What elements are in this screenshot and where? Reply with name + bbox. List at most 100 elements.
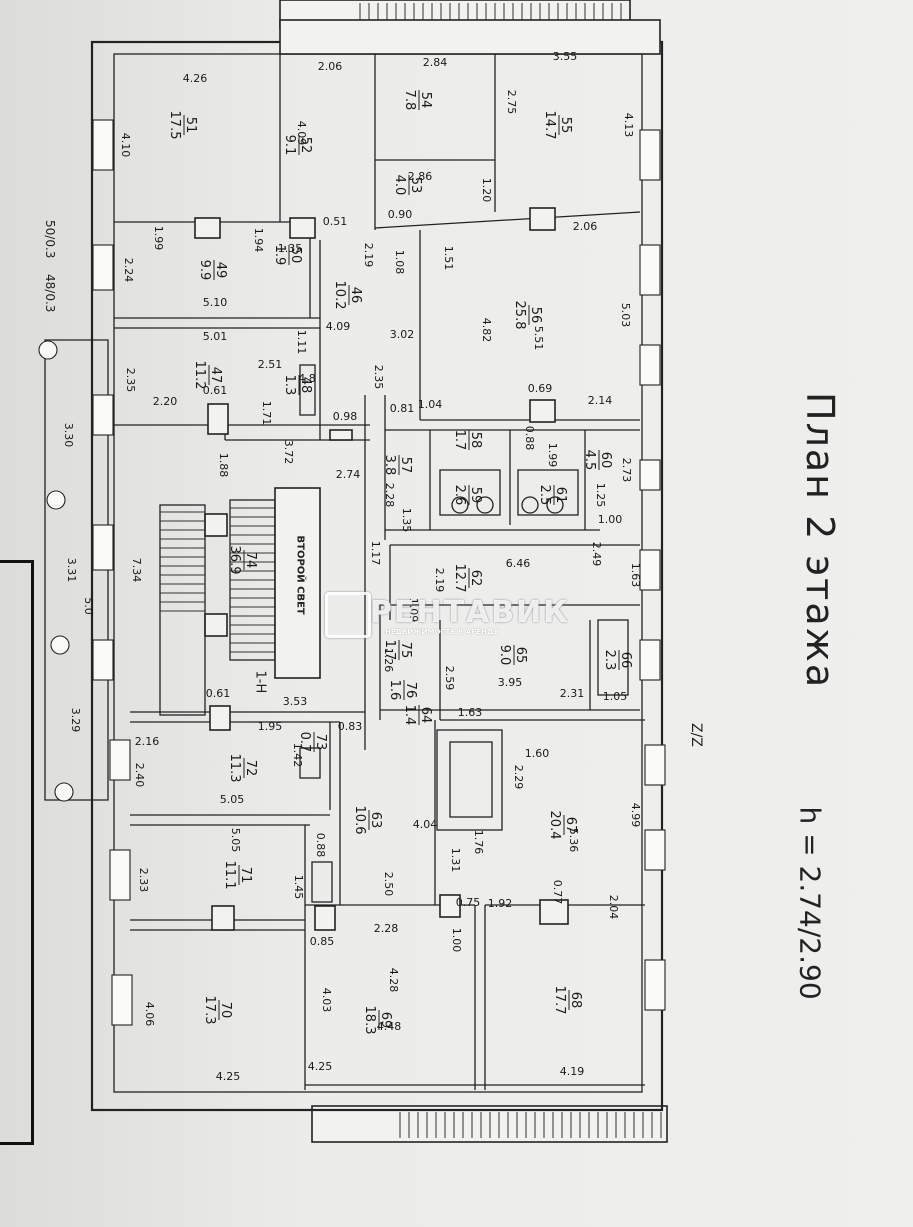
dimension-label: 2.24: [122, 258, 135, 283]
svg-text:2.6: 2.6: [452, 485, 467, 506]
svg-text:2.3: 2.3: [602, 650, 617, 671]
svg-text:9.9: 9.9: [197, 260, 212, 281]
svg-text:59: 59: [468, 487, 483, 504]
svg-text:50: 50: [288, 247, 303, 264]
dimension-label: 7.34: [130, 558, 143, 583]
svg-text:1.3: 1.3: [282, 375, 297, 396]
svg-text:51: 51: [183, 117, 198, 134]
dimension-label: 1.31: [449, 848, 462, 873]
svg-text:64: 64: [418, 707, 433, 724]
svg-text:55: 55: [558, 117, 573, 134]
svg-text:47: 47: [208, 367, 223, 384]
dimension-label: 5.01: [203, 330, 228, 343]
dimension-label: 1.26: [382, 648, 395, 673]
dimension-label: 4.25: [308, 1060, 333, 1073]
svg-text:65: 65: [513, 647, 528, 664]
svg-text:58: 58: [468, 432, 483, 449]
room-label-53: 534.0: [392, 175, 423, 196]
dimension-label: 0.61: [203, 384, 228, 397]
dimension-label: 2.31: [560, 687, 585, 700]
dimension-label: 2.35: [372, 365, 385, 390]
dimension-label: 1.45: [292, 875, 305, 900]
dimension-label: 4.10: [119, 133, 132, 158]
dimension-label: 1.95: [258, 720, 283, 733]
dimension-label: 1.71: [260, 401, 273, 426]
dimension-label: 2.14: [588, 394, 613, 407]
dimension-label: 2.50: [382, 872, 395, 897]
dimension-label: 2.51: [258, 358, 283, 371]
room-label-75: 751.7: [382, 640, 413, 661]
dimension-label: 2.06: [573, 220, 598, 233]
left-bay: [38, 339, 109, 802]
dimension-label: 2.28: [383, 483, 396, 508]
dimension-label: 1.35: [278, 242, 303, 255]
svg-text:11.3: 11.3: [227, 754, 242, 783]
dimension-label: 1.05: [603, 690, 628, 703]
svg-text:54: 54: [418, 92, 433, 109]
dimension-label: 5.03: [619, 303, 632, 328]
dimension-label: 2.40: [133, 763, 146, 788]
dimension-label: 1.76: [472, 830, 485, 855]
svg-text:72: 72: [243, 760, 258, 777]
svg-text:52: 52: [298, 137, 313, 154]
sanitary-fixtures: [299, 364, 629, 903]
top-wall-segment: [279, 19, 661, 55]
dimension-label: 1.00: [450, 928, 463, 953]
dimension-label: 5.05: [229, 828, 242, 853]
svg-text:61: 61: [553, 487, 568, 504]
svg-text:71: 71: [238, 867, 253, 884]
dimension-label: 4.03: [320, 988, 333, 1013]
svg-text:4.5: 4.5: [582, 450, 597, 471]
svg-text:9.1: 9.1: [282, 135, 297, 156]
watermark-logo: [325, 592, 371, 638]
interior-walls: [114, 54, 645, 1090]
svg-text:7.8: 7.8: [402, 90, 417, 111]
watermark-tagline: НЕДВИЖИМОСТЬ В АРЕНДУ: [385, 628, 499, 636]
dimension-label: 4.04: [413, 818, 438, 831]
dimension-label: 2.20: [153, 395, 178, 408]
svg-text:20.4: 20.4: [547, 811, 562, 840]
dimension-label: 2.35: [124, 368, 137, 393]
side-mark: Z/Z: [688, 723, 704, 747]
room-label-52: 529.1: [282, 135, 313, 156]
room-label-58: 581.7: [452, 430, 483, 451]
dimension-label: 1.94: [252, 228, 265, 253]
dimension-label: 0.98: [333, 410, 358, 423]
svg-text:53: 53: [408, 177, 423, 194]
svg-text:9.0: 9.0: [497, 645, 512, 666]
room-label-54: 547.8: [402, 90, 433, 111]
dimension-label: 1.99: [546, 443, 559, 468]
dimension-label: 0.90: [388, 208, 413, 221]
dimension-label: 2.04: [607, 895, 620, 920]
bottom-balcony: [311, 1105, 668, 1143]
dimension-label: 3.29: [69, 708, 82, 733]
dimension-label: 1.20: [480, 178, 493, 203]
dimension-label: 5.36: [567, 828, 580, 853]
svg-text:17.7: 17.7: [552, 986, 567, 1015]
svg-text:0.7: 0.7: [297, 732, 312, 753]
dimension-label: 2.29: [512, 765, 525, 790]
dimension-label: 0.69: [528, 382, 553, 395]
room-label-48: 481.3: [282, 375, 313, 396]
svg-text:56: 56: [528, 307, 543, 324]
dimension-label: 2.75: [505, 90, 518, 115]
dimension-label: 2.19: [433, 568, 446, 593]
inner-wall-line: [113, 53, 643, 1093]
room-label-57: 573.8: [382, 455, 413, 476]
dimension-label: 1.92: [488, 897, 513, 910]
columns: [194, 207, 569, 931]
dimension-label: 3.02: [390, 328, 415, 341]
dimension-label: 2.33: [137, 868, 150, 893]
svg-text:17.3: 17.3: [202, 996, 217, 1025]
svg-text:25.8: 25.8: [512, 301, 527, 330]
dimension-label: 1.99: [152, 226, 165, 251]
dimension-label: 4.26: [183, 72, 208, 85]
dimension-label: 4.8: [298, 372, 316, 385]
dimension-label: 2.86: [408, 170, 433, 183]
dimension-label: 1.00: [598, 513, 623, 526]
